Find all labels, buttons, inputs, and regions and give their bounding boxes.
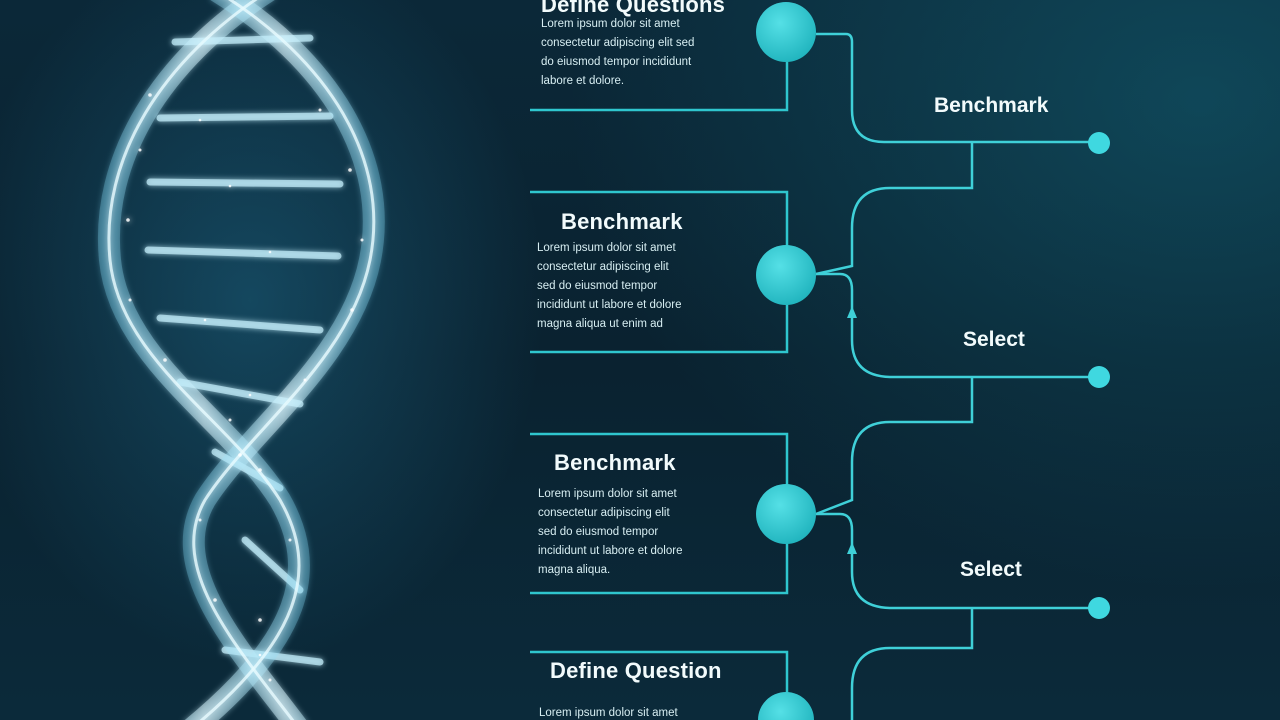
connector-lines — [815, 32, 1098, 720]
card-4-body: Lorem ipsum dolor sit amet — [539, 704, 678, 720]
connector-node3-branch3 — [816, 512, 972, 610]
card-1-line-4: labore et dolore. — [541, 75, 625, 87]
card-4-title: Define Question — [550, 658, 722, 683]
connector-node2-branch2 — [816, 272, 972, 379]
branch-endpoint-1 — [1088, 132, 1110, 154]
card-2-line-1: Lorem ipsum dolor sit amet — [537, 242, 676, 254]
card-2-line-4: incididunt ut labore et dolore — [537, 299, 682, 311]
arrowhead-1 — [847, 306, 857, 318]
branch-endpoint-2 — [1088, 366, 1110, 388]
connector-branch3-down — [850, 608, 974, 720]
card-3-title: Benchmark — [554, 450, 676, 475]
card-1-line-1: Lorem ipsum dolor sit amet — [541, 18, 680, 30]
card-2-title: Benchmark — [561, 209, 683, 234]
process-node-2 — [756, 245, 816, 305]
card-1-body: Lorem ipsum dolor sit amet consectetur a… — [541, 15, 694, 91]
card-2-line-3: sed do eiusmod tempor — [537, 280, 658, 292]
connector-branch2-down — [815, 377, 974, 516]
card-frames — [530, 34, 789, 720]
card-1-title: Define Questions — [541, 0, 726, 17]
branch-label-2: Select — [963, 328, 1025, 351]
card-1-line-2: consectetur adipiscing elit sed — [541, 37, 695, 49]
card-3-line-5: magna aliqua. — [538, 564, 611, 576]
branch-endpoint-3 — [1088, 597, 1110, 619]
dna-rungs — [144, 34, 344, 666]
arrowheads — [847, 306, 857, 554]
branch-endpoints — [1088, 132, 1110, 619]
card-4-line-1: Lorem ipsum dolor sit amet — [539, 707, 678, 719]
card-3-line-4: incididunt ut labore et dolore — [538, 545, 683, 557]
card-1-line-3: do eiusmod tempor incididunt — [541, 56, 692, 68]
process-node-1 — [756, 2, 816, 62]
card-3-line-2: consectetur adipiscing elit — [538, 507, 670, 519]
connector-node1-branch1 — [816, 32, 972, 144]
branch-label-3: Select — [960, 558, 1022, 581]
dna-helix-illustration — [98, 0, 385, 720]
dna-sparkles — [126, 93, 364, 682]
card-2-line-2: consectetur adipiscing elit — [537, 261, 669, 273]
connector-branch1-down — [815, 142, 974, 276]
card-3-line-1: Lorem ipsum dolor sit amet — [538, 488, 677, 500]
process-nodes — [756, 2, 816, 720]
branch-label-1: Benchmark — [934, 94, 1049, 117]
process-node-3 — [756, 484, 816, 544]
card-3-line-3: sed do eiusmod tempor — [538, 526, 659, 538]
card-3-body: Lorem ipsum dolor sit amet consectetur a… — [538, 485, 683, 580]
card-2-body: Lorem ipsum dolor sit amet consectetur a… — [537, 239, 682, 334]
card-2-line-5: magna aliqua ut enim ad — [537, 318, 663, 330]
arrowhead-2 — [847, 542, 857, 554]
process-node-4 — [758, 692, 814, 720]
